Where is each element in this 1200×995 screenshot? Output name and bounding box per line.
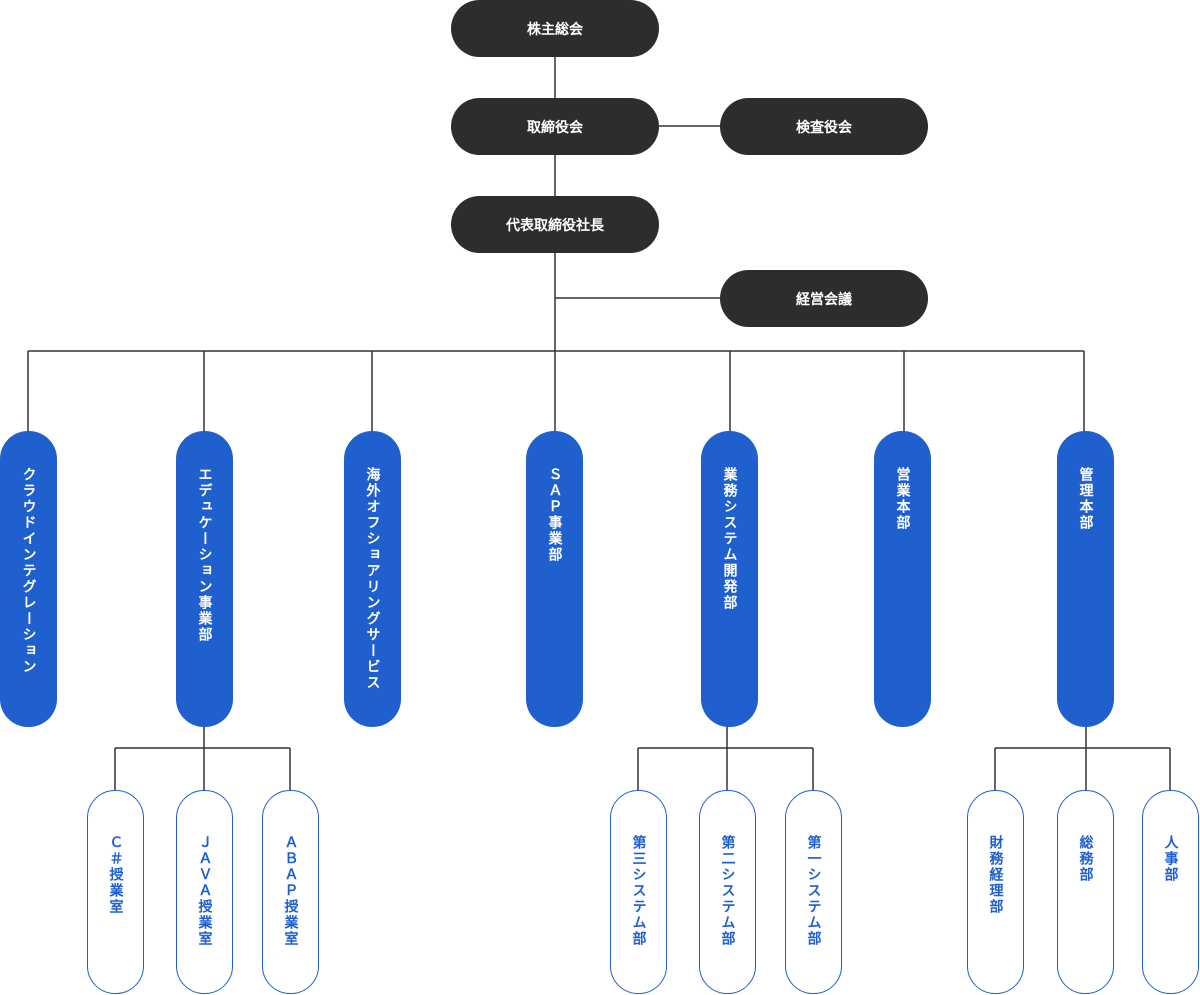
management-meeting-label: 経営会議 <box>796 291 852 308</box>
division-label: 業務システム開発部 <box>721 467 738 611</box>
sub-unit-first-system: 第一システム部 <box>785 790 842 994</box>
shareholders-meeting-label: 株主総会 <box>527 21 583 38</box>
president-node: 代表取締役社長 <box>451 196 659 253</box>
division-sales: 営業本部 <box>874 431 931 727</box>
division-label: クラウドインテグレーション <box>20 467 37 675</box>
division-sap: ＳＡＰ事業部 <box>526 431 583 727</box>
board-of-directors-label: 取締役会 <box>527 119 583 136</box>
sub-unit-human-resources: 人事部 <box>1142 790 1199 994</box>
sub-unit-abap: ＡＢＡＰ授業室 <box>262 790 319 994</box>
sub-unit-general-affairs: 総務部 <box>1057 790 1114 994</box>
division-cloud-integration: クラウドインテグレーション <box>0 431 57 727</box>
sub-unit-third-system: 第三システム部 <box>610 790 667 994</box>
sub-unit-second-system: 第二システム部 <box>699 790 756 994</box>
president-label: 代表取締役社長 <box>506 217 604 234</box>
division-label: 営業本部 <box>894 467 911 531</box>
division-system-development: 業務システム開発部 <box>701 431 758 727</box>
sub-unit-label: 総務部 <box>1077 835 1094 883</box>
sub-unit-java: ＪＡＶＡ授業室 <box>176 790 233 994</box>
sub-unit-label: 第三システム部 <box>630 835 647 947</box>
board-of-directors-node: 取締役会 <box>451 98 659 155</box>
auditors-board-label: 検査役会 <box>796 119 852 136</box>
sub-unit-label: 第二システム部 <box>719 835 736 947</box>
sub-unit-csharp: Ｃ＃授業室 <box>87 790 144 994</box>
division-label: ＳＡＰ事業部 <box>546 467 563 563</box>
shareholders-meeting-node: 株主総会 <box>451 0 659 57</box>
sub-unit-label: ＪＡＶＡ授業室 <box>196 835 213 947</box>
sub-unit-label: 人事部 <box>1162 835 1179 883</box>
division-label: エデュケーション事業部 <box>196 467 213 643</box>
sub-unit-label: 第一システム部 <box>805 835 822 947</box>
sub-unit-finance: 財務経理部 <box>967 790 1024 994</box>
division-label: 管理本部 <box>1077 467 1094 531</box>
division-offshoring: 海外オフショアリングサービス <box>344 431 401 727</box>
division-label: 海外オフショアリングサービス <box>364 467 381 691</box>
management-meeting-node: 経営会議 <box>720 270 928 327</box>
sub-unit-label: Ｃ＃授業室 <box>107 835 124 915</box>
division-administration: 管理本部 <box>1057 431 1114 727</box>
auditors-board-node: 検査役会 <box>720 98 928 155</box>
sub-unit-label: ＡＢＡＰ授業室 <box>282 835 299 947</box>
division-education: エデュケーション事業部 <box>176 431 233 727</box>
sub-unit-label: 財務経理部 <box>987 835 1004 915</box>
